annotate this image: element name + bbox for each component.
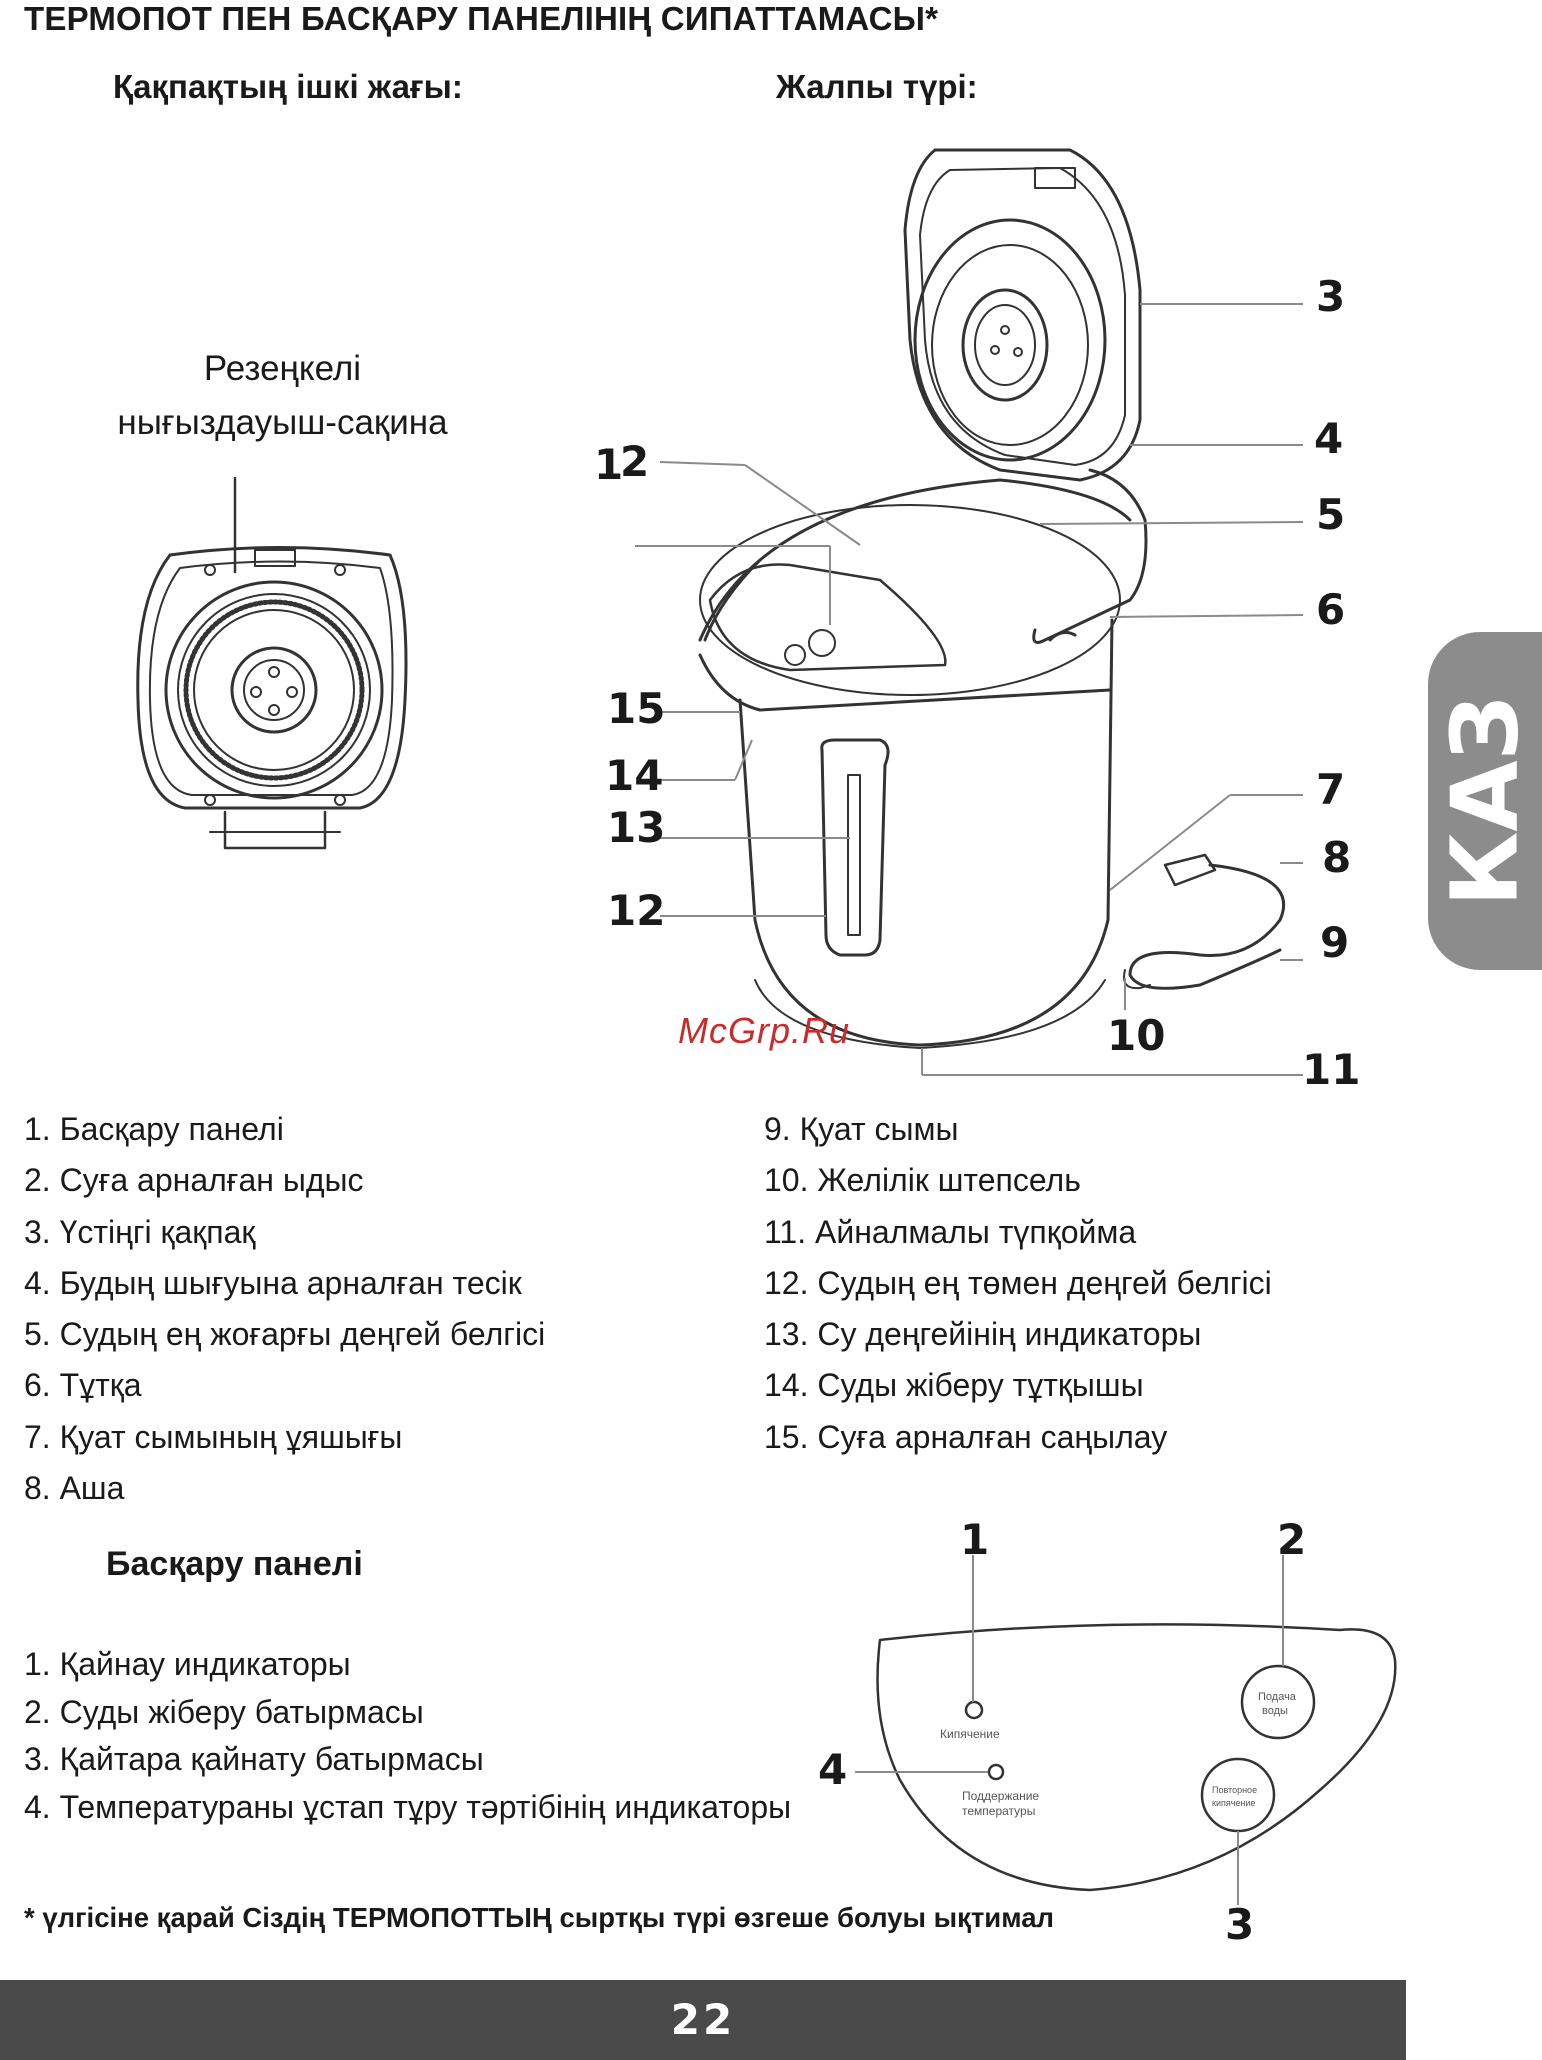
callout-1: 1: [594, 440, 624, 489]
callout-11: 11: [1302, 1045, 1361, 1094]
panel-callout-4: 4: [818, 1745, 848, 1794]
callout-6: 6: [1316, 585, 1346, 634]
panel-callout-3: 3: [1225, 1900, 1255, 1949]
control-panel-illustration: [876, 1623, 1397, 1892]
page-title: ТЕРМОПОТ ПЕН БАСҚАРУ ПАНЕЛІНІҢ СИПАТТАМА…: [24, 0, 939, 37]
list-item: 7. Қуат сымының ұяшығы: [24, 1418, 403, 1455]
seal-ring-caption-line1: Резеңкелі: [203, 349, 362, 388]
list-item: 1. Қайнау индикаторы: [24, 1646, 351, 1682]
page-number: 22: [670, 1995, 736, 2044]
list-item: 13. Су деңгейінің индикаторы: [764, 1316, 1202, 1353]
list-item: 15. Суға арналған саңылау: [764, 1418, 1168, 1455]
callout-3: 3: [1316, 272, 1346, 321]
list-item: 11. Айналмалы түпқойма: [764, 1213, 1137, 1250]
list-item: 2. Суды жіберу батырмасы: [24, 1693, 424, 1730]
callout-4: 4: [1314, 414, 1344, 463]
callout-2: 2: [620, 437, 650, 486]
list-item: 2. Суға арналған ыдыс: [24, 1162, 364, 1199]
list-item: 9. Қуат сымы: [764, 1111, 959, 1147]
reboil-button-label-1: Повторное: [1212, 1785, 1257, 1795]
water-button-label-2: воды: [1262, 1705, 1288, 1717]
reboil-button-label-2: кипячение: [1212, 1798, 1255, 1808]
list-item: 3. Үстіңгі қақпақ: [24, 1213, 256, 1250]
callout-10: 10: [1107, 1011, 1166, 1060]
callout-12: 12: [607, 886, 666, 935]
seal-ring-caption: Резеңкелі нығыздауыш-сақина: [60, 342, 505, 450]
callout-5: 5: [1316, 490, 1346, 539]
boil-indicator-label: Кипячение: [940, 1727, 1000, 1741]
panel-callout-2: 2: [1277, 1515, 1307, 1564]
language-tab-label: КАЗ: [1431, 695, 1539, 907]
footnote: * үлгісіне қарай Сіздің ТЕРМОПОТТЫҢ сырт…: [24, 1902, 1054, 1933]
list-item: 3. Қайтара қайнату батырмасы: [24, 1741, 484, 1778]
list-item: 4. Температураны ұстап тұру тәртібінің и…: [24, 1789, 792, 1826]
panel-labels: Кипячение Поддержание температуры Подача…: [940, 1691, 1297, 1818]
control-panel-list: 1. Қайнау индикаторы 2. Суды жіберу баты…: [24, 1641, 791, 1832]
list-item: 1. Басқару панелі: [24, 1111, 284, 1147]
panel-callout-1: 1: [960, 1515, 990, 1564]
footer-bar: [0, 1980, 1406, 2060]
lid-inside-subtitle: Қақпақтың ішкі жағы:: [113, 68, 463, 105]
callout-14: 14: [605, 751, 664, 800]
parts-list-right: 9. Қуат сымы 10. Желілік штепсель 11. Ай…: [764, 1104, 1272, 1463]
list-item: 6. Тұтқа: [24, 1367, 142, 1404]
callout-8: 8: [1322, 833, 1352, 882]
seal-ring-caption-line2: нығыздауыш-сақина: [117, 403, 448, 442]
parts-list-left: 1. Басқару панелі 2. Суға арналған ыдыс …: [24, 1104, 545, 1514]
keep-warm-label-2: температуры: [962, 1804, 1035, 1818]
callout-15: 15: [607, 684, 666, 733]
control-panel-heading: Басқару панелі: [106, 1545, 363, 1583]
leader-lines: [635, 303, 1304, 1905]
general-view-subtitle: Жалпы түрі:: [776, 68, 978, 105]
callout-13: 13: [607, 803, 666, 852]
list-item: 5. Судың ең жоғарғы деңгей белгісі: [24, 1316, 546, 1353]
callout-7: 7: [1316, 765, 1346, 814]
language-tab: [1428, 632, 1542, 970]
list-item: 14. Суды жіберу тұтқышы: [764, 1367, 1144, 1404]
list-item: 4. Будың шығуына арналған тесік: [24, 1264, 522, 1301]
list-item: 10. Желілік штепсель: [764, 1162, 1081, 1199]
water-button-label-1: Подача: [1258, 1691, 1297, 1703]
watermark: McGrp.Ru: [678, 1010, 851, 1051]
callout-9: 9: [1320, 918, 1350, 967]
lid-inside-illustration: [136, 476, 408, 850]
keep-warm-label-1: Поддержание: [962, 1789, 1039, 1803]
list-item: 12. Судың ең төмен деңгей белгісі: [764, 1264, 1272, 1301]
thermopot-illustration: [698, 148, 1286, 1049]
list-item: 8. Аша: [24, 1470, 125, 1507]
